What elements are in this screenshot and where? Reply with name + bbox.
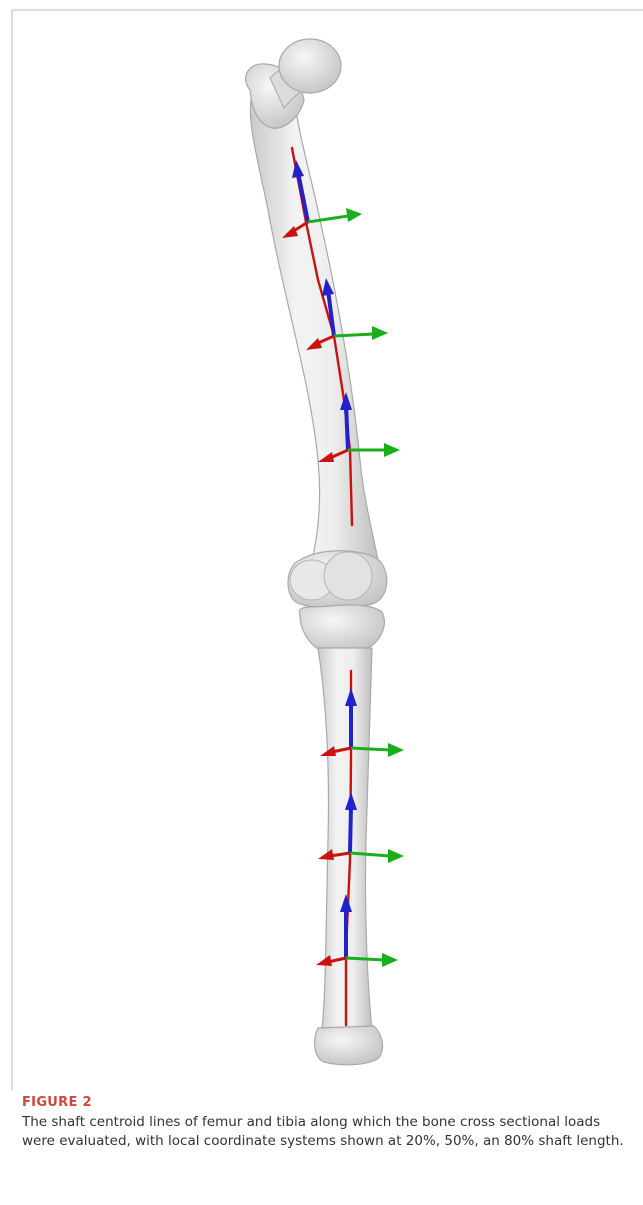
figure-label: FIGURE 2 (22, 1095, 632, 1110)
figure-caption: FIGURE 2 The shaft centroid lines of fem… (22, 1095, 632, 1151)
figure-caption-text: The shaft centroid lines of femur and ti… (22, 1113, 632, 1151)
tibia-model (299, 605, 384, 1065)
femoral-head (279, 39, 341, 93)
figure-illustration (0, 0, 643, 1090)
femur-model (246, 39, 387, 609)
